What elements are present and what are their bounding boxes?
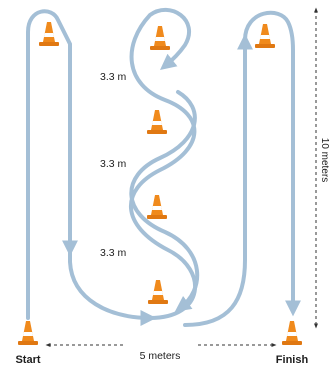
- traffic-cone-icon: [147, 110, 167, 134]
- width-label: 5 meters: [140, 350, 181, 362]
- path-left-down: [68, 248, 157, 326]
- height-label: 10 meters: [319, 138, 329, 182]
- gap-label-3: 3.3 m: [100, 247, 127, 259]
- traffic-cone-icon: [147, 195, 167, 219]
- traffic-cone-icon: [255, 24, 275, 48]
- traffic-cone-icon: [282, 321, 302, 345]
- traffic-cone-icon: [39, 22, 59, 46]
- gap-label-1: 3.3 m: [100, 71, 127, 83]
- path-right-up: [183, 33, 253, 327]
- path-right-down: [243, 10, 301, 317]
- path-left-up: [26, 9, 78, 320]
- traffic-cone-icon: [148, 280, 168, 304]
- finish-label: Finish: [276, 354, 309, 366]
- width-label-backdrop: [125, 339, 195, 351]
- traffic-cone-icon: [18, 321, 38, 345]
- path-weave-up: [129, 7, 198, 320]
- start-label: Start: [15, 354, 40, 366]
- traffic-cone-icon: [150, 26, 170, 50]
- gap-label-2: 3.3 m: [100, 158, 127, 170]
- path-weave-down: [129, 90, 200, 312]
